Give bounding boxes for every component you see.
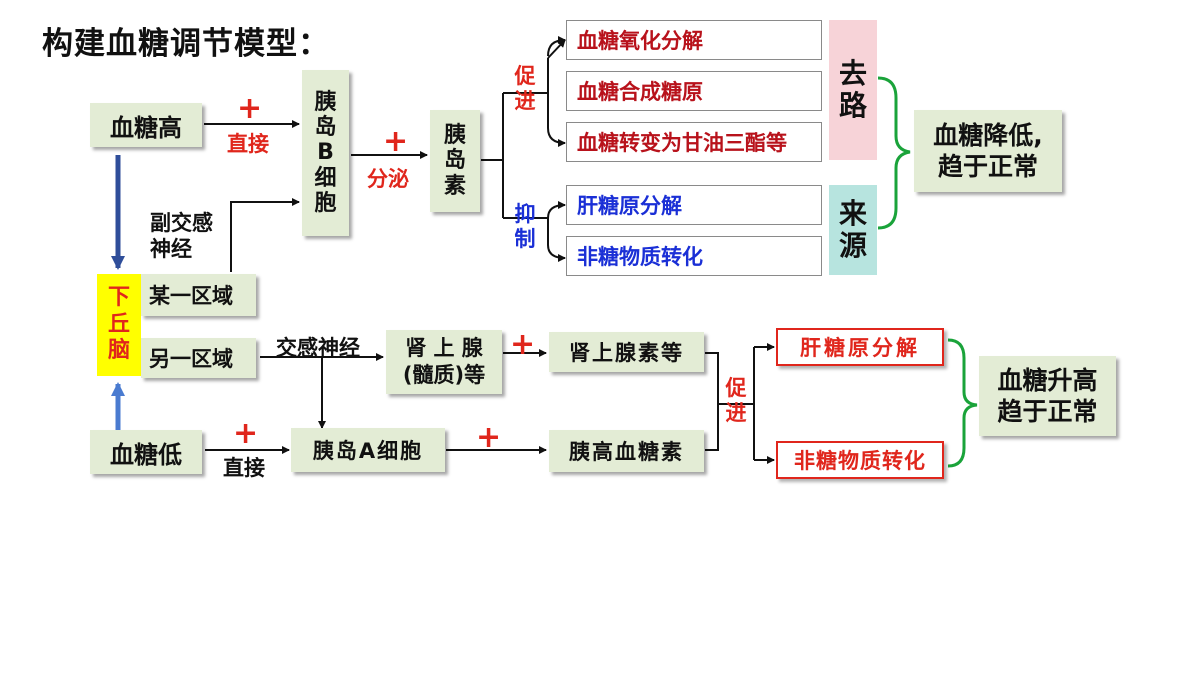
effect-oxidation: 血糖氧化分解 [566,20,822,60]
blood-sugar-high-box: 血糖高 [90,103,202,147]
plus-sign: + [510,327,536,362]
beta-char: 细 [314,165,337,191]
glucagon-box: 胰高血糖素 [549,430,704,472]
plus-sign: + [383,124,409,159]
alpha-cell-box: 胰岛A细胞 [291,428,445,472]
effect-triglyceride: 血糖转变为甘油三酯等 [566,122,822,162]
adrenal-medulla-box: 肾 上 腺 (髓质)等 [386,330,502,394]
epinephrine-box: 肾上腺素等 [549,332,704,372]
effect-glycogen-synthesis: 血糖合成糖原 [566,71,822,111]
beta-cell-box: 胰 岛 B 细 胞 [302,70,349,236]
result-decrease-box: 血糖降低, 趋于正常 [914,110,1062,192]
page-title: 构建血糖调节模型： [42,26,330,62]
plus-sign: + [476,420,502,455]
effect-inhibit-glycogenolysis: 肝糖原分解 [566,185,822,225]
blood-sugar-low-box: 血糖低 [90,430,202,474]
beta-char: 胰 [314,89,337,115]
blood-sugar-high-label: 血糖高 [110,113,182,142]
effect-inhibit-gluconeogenesis: 非糖物质转化 [566,236,822,276]
inhibit-label: 抑 制 [514,202,536,252]
sympathetic-label: 交感神经 [276,336,360,360]
direct-label: 直接 [227,132,269,156]
promote-label-bottom: 促 进 [725,376,747,426]
beta-char: 胞 [314,190,337,216]
region1-box: 某一区域 [141,274,256,316]
plus-sign: + [233,416,259,451]
effect-gluconeogenesis: 非糖物质转化 [776,441,944,479]
result-increase-box: 血糖升高 趋于正常 [979,356,1116,436]
source-label-box: 来 源 [829,185,877,275]
insulin-box: 胰 岛 素 [430,110,480,212]
secrete-label: 分泌 [367,167,409,191]
outflow-label-box: 去 路 [829,20,877,160]
parasympathetic-label: 副交感 神经 [150,211,213,262]
plus-sign: + [237,91,263,126]
beta-char: B [317,140,334,166]
direct-label-low: 直接 [223,456,265,480]
region2-box: 另一区域 [141,338,256,378]
effect-glycogenolysis: 肝糖原分解 [776,328,944,366]
hypothalamus-box: 下 丘 脑 [97,274,141,376]
promote-label: 促 进 [514,64,536,114]
beta-char: 岛 [314,115,337,141]
